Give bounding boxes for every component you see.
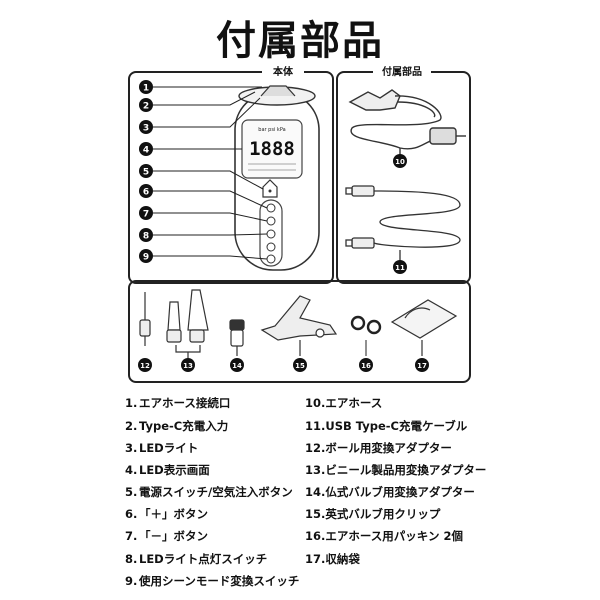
svg-text:1: 1 (143, 84, 149, 94)
legend-item: 9.使用シーンモード変換スイッチ (125, 573, 300, 588)
legend-item: 15.英式バルブ用クリップ (305, 507, 441, 522)
svg-text:16: 16 (361, 362, 371, 370)
badge-17: 17 (415, 358, 429, 372)
svg-text:2: 2 (143, 102, 149, 112)
legend-item: 6.「＋」ボタン (125, 507, 208, 522)
legend-item: 3.LEDライト (125, 440, 199, 455)
badges: 1 2 3 4 5 6 7 8 9 10 11 12 13 14 15 16 1… (138, 80, 429, 372)
legend-item: 10.エアホース (305, 396, 383, 411)
main-body-panel (128, 71, 334, 284)
svg-text:6: 6 (143, 188, 149, 198)
usb-cable (345, 185, 461, 266)
badge-2: 2 (139, 98, 153, 112)
badge-5: 5 (139, 164, 153, 178)
badge-10: 10 (393, 154, 407, 168)
legend-item: 2.Type-C充電入力 (125, 418, 229, 433)
badge-15: 15 (293, 358, 307, 372)
svg-text:12: 12 (140, 362, 150, 370)
leader-lines (153, 86, 268, 260)
badge-8: 8 (139, 228, 153, 242)
legend-item: 1.エアホース接続口 (125, 396, 231, 411)
storage-bag (390, 299, 458, 356)
svg-text:9: 9 (143, 253, 149, 263)
main-body-label: 本体 (273, 65, 294, 78)
svg-text:4: 4 (143, 146, 149, 156)
legend-item: 7.「－」ボタン (125, 529, 208, 544)
svg-text:17: 17 (417, 362, 427, 370)
svg-text:11: 11 (395, 264, 405, 272)
badge-9: 9 (139, 249, 153, 263)
badge-13: 13 (181, 358, 195, 372)
legend-item: 12.ボール用変換アダプター (305, 440, 452, 455)
lcd-top-readout: bar psi kPa (258, 127, 285, 133)
svg-text:15: 15 (295, 362, 305, 370)
o-rings (350, 315, 382, 356)
english-valve-clip (260, 295, 338, 356)
legend-item: 14.仏式バルブ用変換アダプター (305, 485, 475, 500)
inflator-device: bar psi kPa 1888 (234, 85, 320, 271)
badge-7: 7 (139, 206, 153, 220)
legend-item: 11.USB Type-C充電ケーブル (305, 418, 468, 433)
legend-left: 1.エアホース接続口 2.Type-C充電入力 3.LEDライト 4.LED表示… (125, 393, 299, 593)
page-title: 付属部品 (216, 18, 384, 64)
bottom-accessory-panel (128, 280, 471, 383)
badge-11: 11 (393, 260, 407, 274)
badge-1: 1 (139, 80, 153, 94)
svg-text:14: 14 (232, 362, 242, 370)
air-hose (348, 89, 466, 160)
ball-needle-adapter (139, 292, 151, 346)
legend-item: 8.LEDライト点灯スイッチ (125, 551, 268, 566)
badge-16: 16 (359, 358, 373, 372)
legend-item: 17.収納袋 (305, 551, 360, 566)
svg-text:3: 3 (143, 124, 149, 134)
svg-text:7: 7 (143, 210, 149, 220)
badge-6: 6 (139, 184, 153, 198)
badge-12: 12 (138, 358, 152, 372)
badge-14: 14 (230, 358, 244, 372)
legend-item: 13.ビニール製品用変換アダプター (305, 462, 487, 477)
svg-text:13: 13 (183, 362, 193, 370)
accessory-label: 付属部品 (382, 65, 422, 78)
svg-text:10: 10 (395, 158, 405, 166)
lcd-digits: 1888 (249, 138, 295, 160)
legend-right: 10.エアホース 11.USB Type-C充電ケーブル 12.ボール用変換アダ… (305, 393, 486, 571)
legend-item: 16.エアホース用パッキン 2個 (305, 529, 463, 544)
svg-text:8: 8 (143, 232, 149, 242)
legend-item: 5.電源スイッチ/空気注入ボタン (125, 485, 293, 500)
legend-item: 4.LED表示画面 (125, 462, 210, 477)
presta-adapter (229, 319, 245, 356)
badge-4: 4 (139, 142, 153, 156)
badge-3: 3 (139, 120, 153, 134)
svg-text:5: 5 (143, 168, 149, 178)
vinyl-adapters (166, 289, 209, 358)
